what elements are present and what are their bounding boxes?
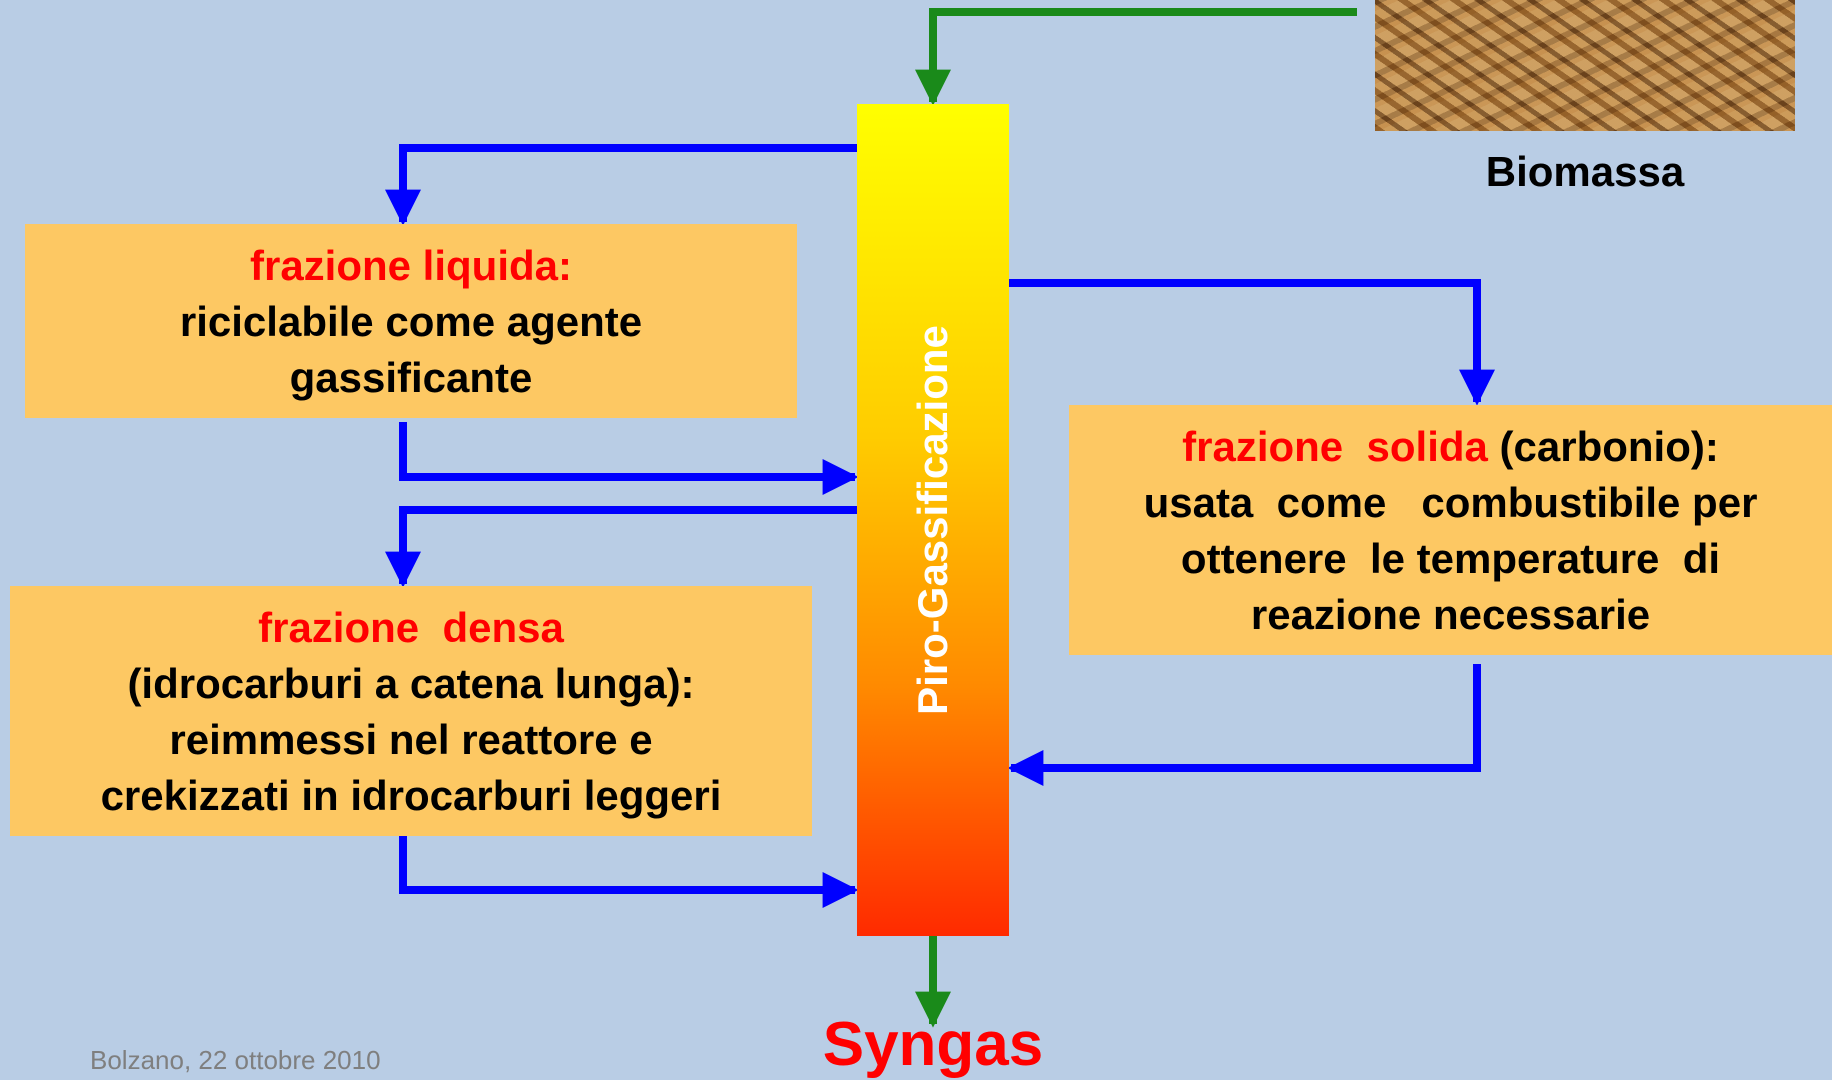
dense-fraction-line-2: reimmessi nel reattore e xyxy=(169,716,653,763)
biomass-label: Biomassa xyxy=(1485,148,1685,195)
solid-fraction-box: frazione solida (carbonio): usata come c… xyxy=(1069,405,1832,655)
arrow-to-dense xyxy=(385,506,857,588)
arrow-solid-return xyxy=(1007,664,1481,786)
liquid-fraction-title: frazione liquida: xyxy=(249,242,572,289)
arrow-to-solid xyxy=(1009,279,1495,406)
liquid-fraction-box: frazione liquida: riciclabile come agent… xyxy=(25,224,797,418)
arrow-liquid-return xyxy=(399,422,859,495)
arrow-dense-return xyxy=(399,834,859,908)
arrow-to-liquid xyxy=(385,144,857,226)
solid-fraction-line-3: reazione necessarie xyxy=(1250,591,1651,638)
solid-fraction-line-2: ottenere le temperature di xyxy=(1180,535,1721,582)
dense-fraction-box: frazione densa (idrocarburi a catena lun… xyxy=(10,586,812,836)
solid-fraction-title: frazione solida xyxy=(1182,423,1488,470)
syngas-label: Syngas xyxy=(822,1010,1044,1079)
dense-fraction-line-1: (idrocarburi a catena lunga): xyxy=(127,660,695,707)
biomass-photo xyxy=(1375,0,1795,131)
arrow-biomass-feed xyxy=(915,8,1357,106)
reactor-label: Piro-Gassificazione xyxy=(909,325,956,715)
solid-fraction-title-row: frazione solida (carbonio): xyxy=(1069,419,1832,475)
liquid-fraction-line-1: riciclabile come agente xyxy=(179,298,643,345)
reactor-column: Piro-Gassificazione xyxy=(857,104,1009,936)
footer-text: Bolzano, 22 ottobre 2010 xyxy=(90,1045,381,1075)
solid-fraction-title-suffix: (carbonio): xyxy=(1487,423,1719,470)
liquid-fraction-line-2: gassificante xyxy=(289,354,533,401)
solid-fraction-line-1: usata come combustibile per xyxy=(1143,479,1758,526)
dense-fraction-title: frazione densa xyxy=(258,604,564,651)
dense-fraction-line-3: crekizzati in idrocarburi leggeri xyxy=(100,772,722,819)
